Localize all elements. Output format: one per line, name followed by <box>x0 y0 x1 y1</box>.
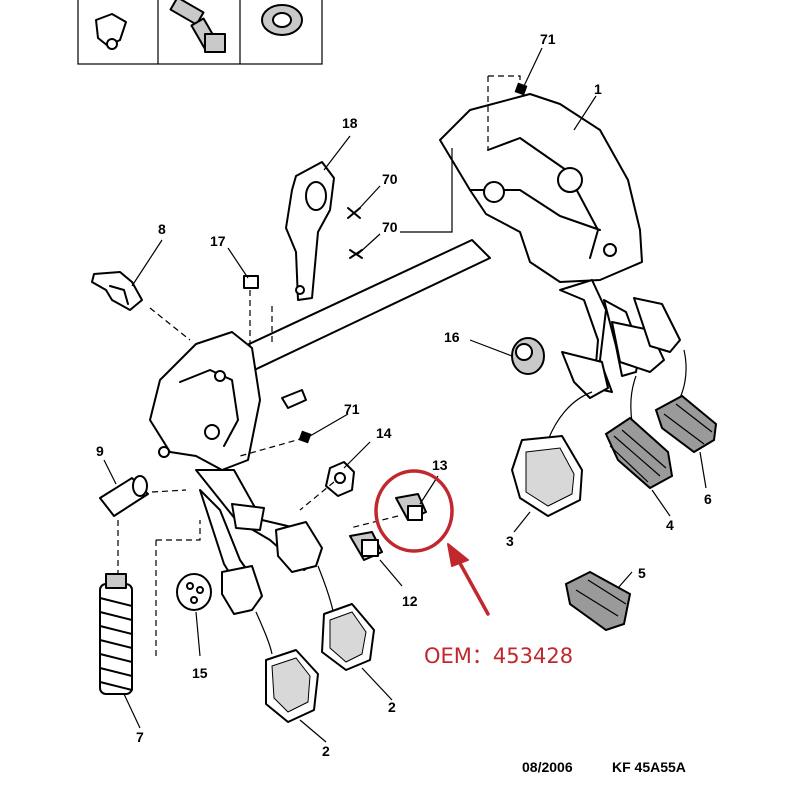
highlight-circle <box>374 469 454 553</box>
callout-15: 15 <box>192 665 208 681</box>
screw-12 <box>349 531 383 561</box>
callout-13: 13 <box>432 457 448 473</box>
legend-washer-icon <box>261 4 303 36</box>
oem-annotation: OEM：453428 <box>424 644 573 668</box>
callout-70-lower: 70 <box>382 219 398 235</box>
screw-13 <box>395 493 427 521</box>
footer-code: KF 45A55A <box>612 759 686 775</box>
callout-3: 3 <box>506 533 514 549</box>
callout-2-left: 2 <box>322 743 330 759</box>
callout-6: 6 <box>704 491 712 507</box>
callout-16: 16 <box>444 329 460 345</box>
callout-8: 8 <box>158 221 166 237</box>
spring-7 <box>99 573 133 695</box>
leader-lines <box>103 47 707 743</box>
assembly-dashed-lines <box>117 75 521 660</box>
pedal-pad-3 <box>511 435 583 517</box>
legend-boxes <box>77 0 323 65</box>
callout-5: 5 <box>638 565 646 581</box>
grommet-15 <box>176 573 212 611</box>
callout-2-right: 2 <box>388 699 396 715</box>
left-pedal-arms <box>195 469 335 655</box>
callout-17: 17 <box>210 233 226 249</box>
callout-14: 14 <box>376 425 392 441</box>
blocks-71 <box>298 82 528 444</box>
pedal-pad-2-left <box>265 649 319 723</box>
callout-7: 7 <box>136 729 144 745</box>
bracket-18 <box>285 161 335 301</box>
cross-marks-70 <box>347 207 363 259</box>
pedal-pad-2-right <box>321 603 375 671</box>
washer-14 <box>325 461 355 497</box>
legend-bolt-icon <box>169 0 226 53</box>
pedal-pad-5 <box>564 570 632 632</box>
callout-1: 1 <box>594 81 602 97</box>
callout-70-upper: 70 <box>382 171 398 187</box>
switch-16 <box>511 337 545 375</box>
callout-71-top: 71 <box>540 31 556 47</box>
callout-12: 12 <box>402 593 418 609</box>
callout-4: 4 <box>666 517 674 533</box>
oem-label: OEM： <box>424 644 493 668</box>
bushing-9 <box>99 475 149 517</box>
oem-number: 453428 <box>493 644 573 668</box>
pedal-pad-6 <box>654 394 718 454</box>
callout-9: 9 <box>96 443 104 459</box>
right-pedal-arms <box>547 279 687 441</box>
pedal-box-assembly <box>149 93 643 471</box>
footer-date: 08/2006 <box>522 759 573 775</box>
oem-highlight <box>374 469 490 616</box>
connector-17 <box>243 275 259 289</box>
legend-clip-icon <box>95 13 127 50</box>
clip-8 <box>91 271 143 311</box>
callout-labels: 71 1 18 70 70 8 17 16 71 14 13 9 12 3 4 … <box>96 31 712 759</box>
highlight-arrow <box>454 554 490 616</box>
pedal-pad-4 <box>604 416 674 490</box>
callout-71-mid: 71 <box>344 401 360 417</box>
callout-18: 18 <box>342 115 358 131</box>
